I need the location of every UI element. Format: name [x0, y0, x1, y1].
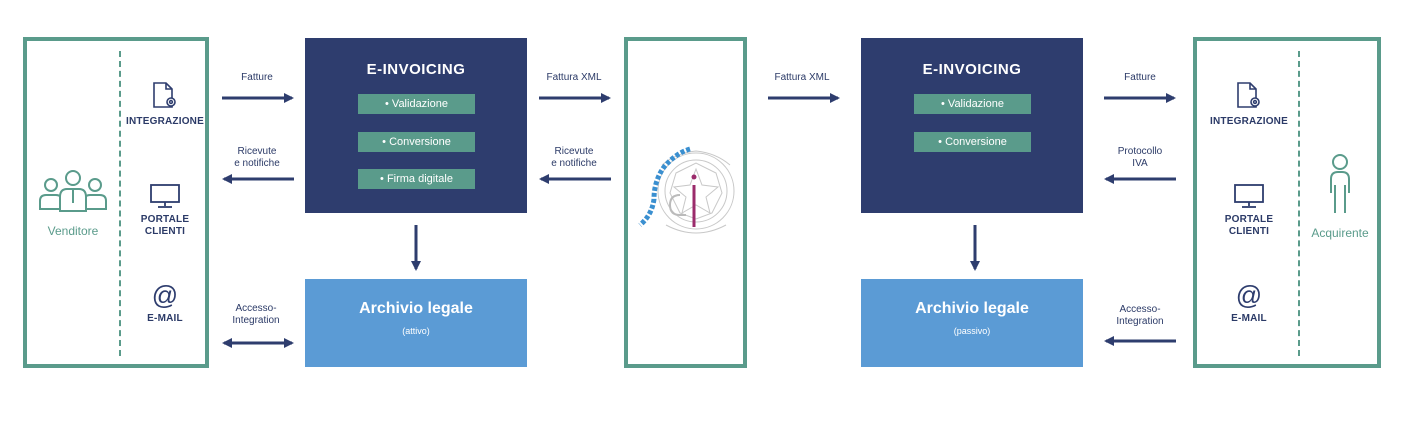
flow-label-buyer-to-einv: Protocollo IVA	[1117, 146, 1163, 169]
seller-divider	[119, 51, 121, 356]
flow-label-seller-to-einv: Fatture	[241, 72, 273, 83]
archive-left: Archivio legale (attivo)	[305, 279, 527, 367]
buyer-channel-label: INTEGRAZIONE	[1210, 116, 1288, 127]
at-icon: @	[1235, 280, 1263, 310]
buyer-box: INTEGRAZIONE PORTALE CLIENTI @ E-MAIL Ac…	[1193, 37, 1381, 368]
sdi-logo	[638, 146, 735, 234]
flow-label-sdi-to-einv-right: Fattura XML	[774, 72, 830, 83]
step-digital-signature: • Firma digitale	[358, 169, 475, 189]
archive-right-title: Archivio legale	[915, 300, 1029, 317]
flow-label-sdi-to-einv: Ricevute e notifiche	[551, 146, 597, 169]
group-people-icon	[39, 170, 107, 212]
archive-right: Archivio legale (passivo)	[861, 279, 1083, 367]
seller-party: Venditore	[37, 169, 109, 238]
seller-channel-portal[interactable]: PORTALE CLIENTI	[122, 183, 208, 238]
seller-box: Venditore INTEGRAZIONE PORTALE CLIENTI @…	[23, 37, 209, 368]
seller-channel-integration[interactable]: INTEGRAZIONE	[122, 81, 208, 128]
flow-label-buyer-archive: Accesso- Integration	[1116, 304, 1164, 327]
document-gear-icon	[153, 82, 176, 108]
person-icon	[1330, 154, 1350, 213]
einvoicing-right: E-INVOICING • Validazione • Conversione	[861, 38, 1083, 213]
buyer-channel-integration[interactable]: INTEGRAZIONE	[1205, 81, 1293, 128]
buyer-channel-email[interactable]: @ E-MAIL	[1205, 281, 1293, 325]
sdi-box	[624, 37, 747, 368]
seller-channel-label: PORTALE CLIENTI	[140, 214, 190, 237]
seller-channel-label: E-MAIL	[147, 313, 183, 324]
flow-label-seller-archive: Accesso- Integration	[232, 303, 280, 326]
seller-name: Venditore	[47, 224, 99, 238]
step-conversion: • Conversione	[914, 132, 1031, 152]
buyer-channel-label: E-MAIL	[1231, 313, 1267, 324]
step-validation: • Validazione	[914, 94, 1031, 114]
buyer-party: Acquirente	[1303, 153, 1377, 240]
einvoicing-left-title: E-INVOICING	[366, 61, 466, 78]
monitor-icon	[150, 184, 180, 208]
flow-label-einv-to-seller: Ricevute e notifiche	[234, 146, 280, 169]
buyer-channel-label: PORTALE CLIENTI	[1224, 214, 1274, 237]
archive-right-subtitle: (passivo)	[953, 326, 991, 336]
seller-channel-email[interactable]: @ E-MAIL	[122, 281, 208, 325]
monitor-icon	[1234, 184, 1264, 208]
step-conversion: • Conversione	[358, 132, 475, 152]
archive-left-subtitle: (attivo)	[402, 326, 430, 336]
einvoicing-right-title: E-INVOICING	[922, 61, 1022, 78]
document-gear-icon	[1237, 82, 1260, 108]
at-icon: @	[151, 280, 179, 310]
flow-label-einv-to-sdi: Fattura XML	[546, 72, 602, 83]
flow-label-einv-to-buyer: Fatture	[1124, 72, 1156, 83]
seller-channel-label: INTEGRAZIONE	[126, 116, 204, 127]
buyer-divider	[1298, 51, 1300, 356]
archive-left-title: Archivio legale	[359, 300, 473, 317]
buyer-name: Acquirente	[1311, 226, 1369, 240]
step-validation: • Validazione	[358, 94, 475, 114]
einvoicing-left: E-INVOICING • Validazione • Conversione …	[305, 38, 527, 213]
buyer-channel-portal[interactable]: PORTALE CLIENTI	[1205, 183, 1293, 238]
